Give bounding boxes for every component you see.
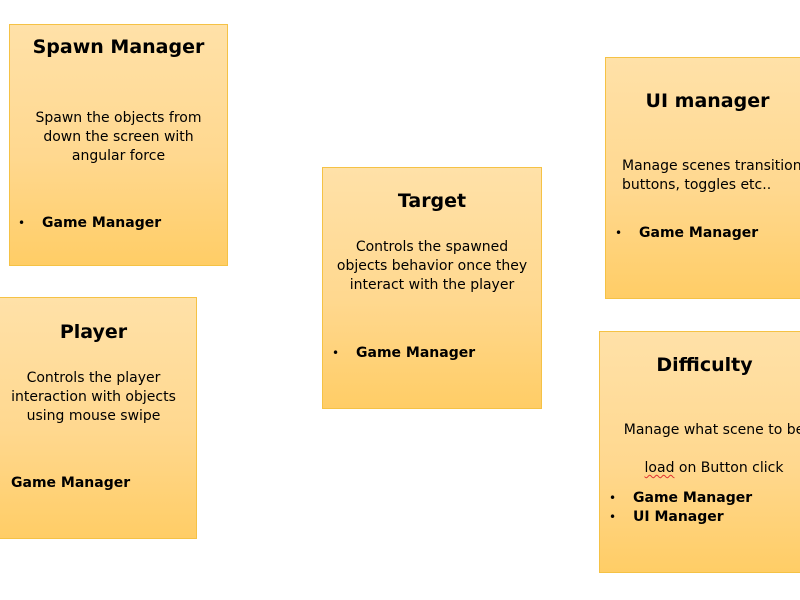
dependency-item: • UI Manager	[609, 508, 752, 527]
dependency-item: • Game Manager	[609, 489, 753, 508]
dependency-item: • Game Manager	[332, 344, 476, 363]
spawn-manager-card[interactable]: Spawn Manager Spawn the objects from dow…	[9, 24, 228, 266]
spawn-manager-description: Spawn the objects from down the screen w…	[35, 110, 202, 164]
difficulty-description-line1: Manage what scene to be	[623, 422, 800, 438]
dependency-item: • Game Manager	[615, 224, 759, 243]
difficulty-title: Difficulty	[656, 354, 753, 376]
target-dependency-list: • Game Manager	[332, 344, 476, 363]
ui-manager-card[interactable]: UI manager Manage scenes transitions, bu…	[605, 57, 800, 299]
player-title: Player	[59, 321, 128, 343]
difficulty-description: Manage what scene to be load on Button c…	[609, 402, 800, 497]
spawn-manager-title: Spawn Manager	[32, 36, 205, 58]
ui-manager-description-text: Manage scenes transitions, buttons, togg…	[622, 158, 800, 193]
dependency-label: Game Manager	[11, 475, 131, 491]
difficulty-dependency-list: • Game Manager • UI Manager	[609, 489, 753, 527]
bullet-icon: •	[609, 510, 617, 524]
difficulty-card[interactable]: Difficulty Manage what scene to be load …	[599, 331, 800, 573]
dependency-label: Game Manager	[633, 490, 753, 506]
dependency-item: Game Manager	[11, 474, 130, 493]
bullet-icon: •	[18, 216, 26, 230]
bullet-icon: •	[609, 491, 617, 505]
player-dependency-list: Game Manager	[11, 474, 130, 493]
ui-manager-dependency-list: • Game Manager	[615, 224, 759, 243]
difficulty-description-rest: on Button click	[674, 460, 784, 476]
target-description: Controls the spawned objects behavior on…	[336, 239, 528, 293]
target-title: Target	[397, 190, 467, 212]
target-card[interactable]: Target Controls the spawned objects beha…	[322, 167, 542, 409]
dependency-label: Game Manager	[356, 345, 476, 361]
dependency-label: Game Manager	[639, 225, 759, 241]
bullet-icon: •	[615, 226, 623, 240]
difficulty-description-misspelled-word: load	[644, 460, 675, 476]
dependency-item: • Game Manager	[18, 214, 162, 233]
player-card[interactable]: Player Controls the player interaction w…	[0, 297, 197, 539]
spawn-manager-dependency-list: • Game Manager	[18, 214, 162, 233]
dependency-label: UI Manager	[633, 509, 724, 525]
dependency-label: Game Manager	[42, 215, 162, 231]
ui-manager-description: Manage scenes transitions, buttons, togg…	[622, 138, 800, 214]
player-description: Controls the player interaction with obj…	[11, 370, 176, 424]
ui-manager-title: UI manager	[645, 90, 770, 112]
bullet-icon: •	[332, 346, 340, 360]
